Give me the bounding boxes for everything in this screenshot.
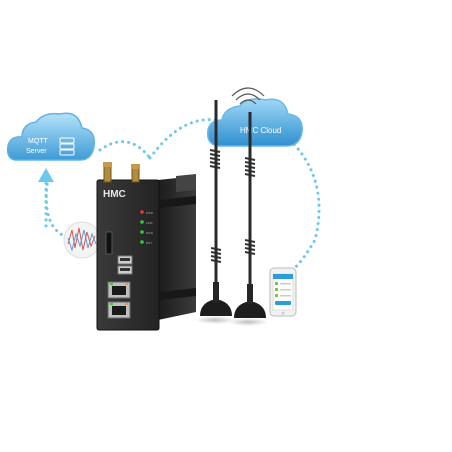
usb-ports [117, 255, 133, 275]
led-indicator [140, 230, 144, 234]
led-label: PWR [146, 211, 154, 215]
hmc-cloud-label: HMC Cloud [240, 126, 281, 135]
status-leds: PWR LINK WAN RST [140, 210, 154, 245]
antenna-right [228, 112, 268, 326]
wifi-icon [231, 87, 265, 105]
link-mqtt-to-chart [44, 176, 72, 240]
led-indicator [140, 210, 144, 214]
led-label: LINK [146, 221, 153, 225]
link-device-to-hmc [148, 118, 227, 160]
mqtt-server-cloud: MQTT Server [6, 112, 95, 161]
led-label: RST [146, 241, 152, 245]
ethernet-ports [107, 281, 131, 319]
mqtt-label-line1: MQTT [28, 138, 49, 145]
link-mqtt-to-device [98, 140, 152, 160]
up-arrow-icon [38, 168, 54, 228]
antenna-left [195, 100, 235, 324]
led-indicator [140, 220, 144, 224]
data-chart-thumbnail [63, 221, 101, 259]
hmc-cloud: HMC Cloud [206, 87, 303, 147]
led-indicator [140, 240, 144, 244]
phone-screen-rows [275, 282, 291, 297]
brand-logo: HMC [103, 189, 126, 200]
iot-gateway-device: HMC PWR LINK WAN RST [96, 162, 196, 331]
link-hmc-to-phone [288, 138, 321, 272]
mqtt-label-line2: Server [26, 148, 47, 155]
server-icon [59, 137, 75, 156]
smartphone [269, 267, 297, 317]
sim-slot [105, 231, 113, 255]
dotted-links [44, 118, 321, 272]
led-label: WAN [146, 231, 153, 235]
